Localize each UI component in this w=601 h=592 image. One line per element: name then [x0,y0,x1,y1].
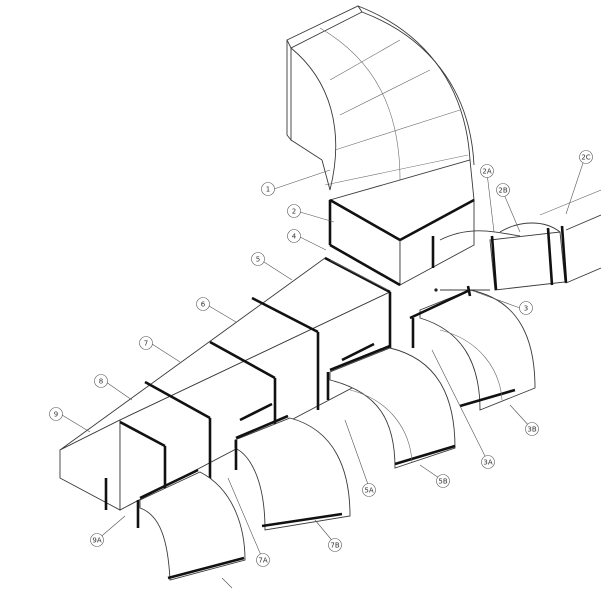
callout-9a: 9A [90,533,104,547]
elbow-3 [409,285,536,411]
top-elbow [286,5,475,241]
callout-7a-number: 7A [258,557,267,565]
callout-5: 5 [251,252,265,266]
callout-1-number: 1 [266,186,270,194]
callout-4: 4 [287,229,301,243]
callout-9a-number: 9A [92,537,101,545]
callout-2c: 2C [579,150,593,164]
callout-4-number: 4 [292,233,297,241]
callout-6-number: 6 [201,301,206,309]
callout-3a-number: 3A [483,459,492,467]
hanger-marks [239,288,438,422]
callout-5a-number: 5A [364,487,373,495]
callout-8: 8 [94,374,108,388]
callout-1: 1 [261,182,275,196]
callout-7: 7 [139,336,153,350]
callout-2a-number: 2A [482,168,491,176]
callout-7b-number: 7B [330,542,339,550]
callout-3: 3 [519,301,533,315]
callout-2b: 2B [496,183,510,197]
callout-7b: 7B [328,538,342,552]
callout-3b: 3B [525,422,539,436]
callout-3b-number: 3B [527,426,536,434]
callout-9: 9 [49,407,63,421]
upper-right-branch [439,189,601,291]
callout-2c-number: 2C [581,154,590,162]
callout-8-number: 8 [99,378,103,386]
callout-2b-number: 2B [498,187,507,195]
callout-7a: 7A [256,553,270,567]
callout-5a: 5A [362,483,376,497]
callout-2-number: 2 [292,208,296,216]
callout-3-number: 3 [524,305,528,313]
callout-6: 6 [196,297,210,311]
callout-5-number: 5 [256,256,260,264]
callout-9-number: 9 [54,411,58,419]
elbow-9 [136,468,246,581]
callout-3a: 3A [481,455,495,469]
riser-box [328,198,475,287]
callout-2a: 2A [480,164,494,178]
elbow-7 [234,414,351,531]
elbow-5 [326,344,456,469]
callout-5b: 5B [436,474,450,488]
callout-7-number: 7 [144,340,148,348]
callout-5b-number: 5B [438,478,447,486]
callout-2: 2 [287,204,301,218]
